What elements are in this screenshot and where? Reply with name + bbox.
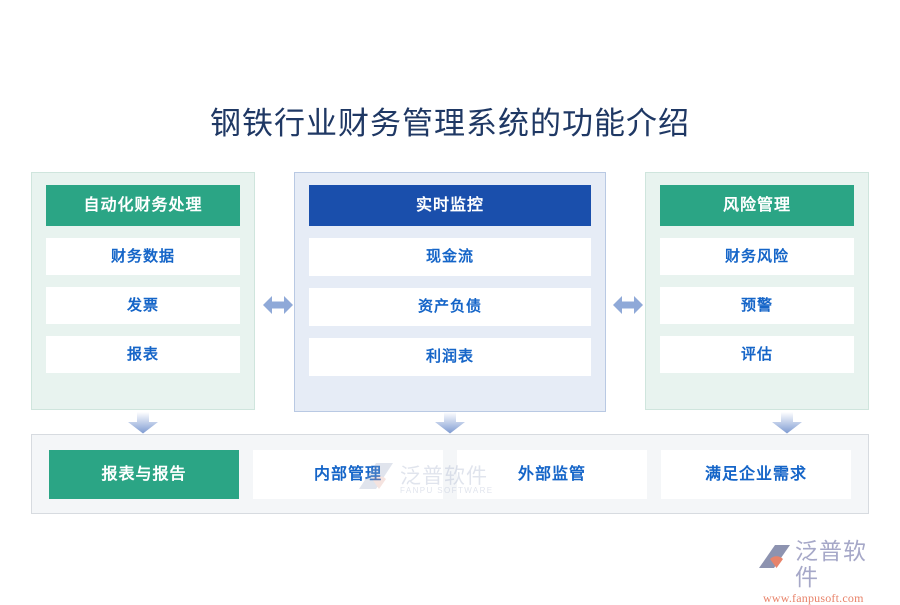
brand-logo-url: www.fanpusoft.com — [763, 590, 864, 605]
brand-logo-cn: 泛普软件 — [795, 539, 867, 591]
bottom-item-reports[interactable]: 报表与报告 — [49, 449, 239, 499]
brand-logo-text-group: 泛普软件 www.fanpusoft.com — [763, 539, 889, 605]
bottom-item-enterprise-needs[interactable]: 满足企业需求 — [661, 449, 851, 499]
arrow-down-icon — [434, 412, 466, 434]
bottom-item-external-supervision[interactable]: 外部监管 — [457, 449, 647, 499]
column-1-item-3[interactable]: 报表 — [46, 336, 240, 373]
double-arrow-left-right-icon — [613, 292, 643, 318]
column-header-3: 风险管理 — [660, 185, 854, 226]
column-3-item-2[interactable]: 预警 — [660, 287, 854, 324]
column-3-item-3[interactable]: 评估 — [660, 336, 854, 373]
arrow-down-icon — [127, 412, 159, 434]
double-arrow-left-right-icon — [263, 292, 293, 318]
column-2-item-2[interactable]: 资产负债 — [309, 288, 591, 326]
columns-row: 自动化财务处理 财务数据 发票 报表 实时监控 现金流 资产负债 利润表 风险管… — [0, 172, 900, 412]
arrow-down-icon — [771, 412, 803, 434]
column-realtime-monitoring[interactable]: 实时监控 现金流 资产负债 利润表 — [294, 172, 606, 412]
bottom-item-internal-management[interactable]: 内部管理 — [253, 449, 443, 499]
column-1-item-1[interactable]: 财务数据 — [46, 238, 240, 275]
brand-logo: 泛普软件 www.fanpusoft.com — [757, 539, 889, 604]
column-header-2: 实时监控 — [309, 185, 591, 226]
column-2-item-3[interactable]: 利润表 — [309, 338, 591, 376]
page-title: 钢铁行业财务管理系统的功能介绍 — [210, 106, 690, 141]
brand-logo-icon — [757, 542, 793, 578]
column-header-1: 自动化财务处理 — [46, 185, 240, 226]
column-3-item-1[interactable]: 财务风险 — [660, 238, 854, 275]
bottom-bar: 报表与报告 内部管理 外部监管 满足企业需求 — [31, 434, 869, 514]
column-risk-management[interactable]: 风险管理 财务风险 预警 评估 — [645, 172, 869, 410]
column-automated-finance[interactable]: 自动化财务处理 财务数据 发票 报表 — [31, 172, 255, 410]
column-1-item-2[interactable]: 发票 — [46, 287, 240, 324]
column-2-item-1[interactable]: 现金流 — [309, 238, 591, 276]
